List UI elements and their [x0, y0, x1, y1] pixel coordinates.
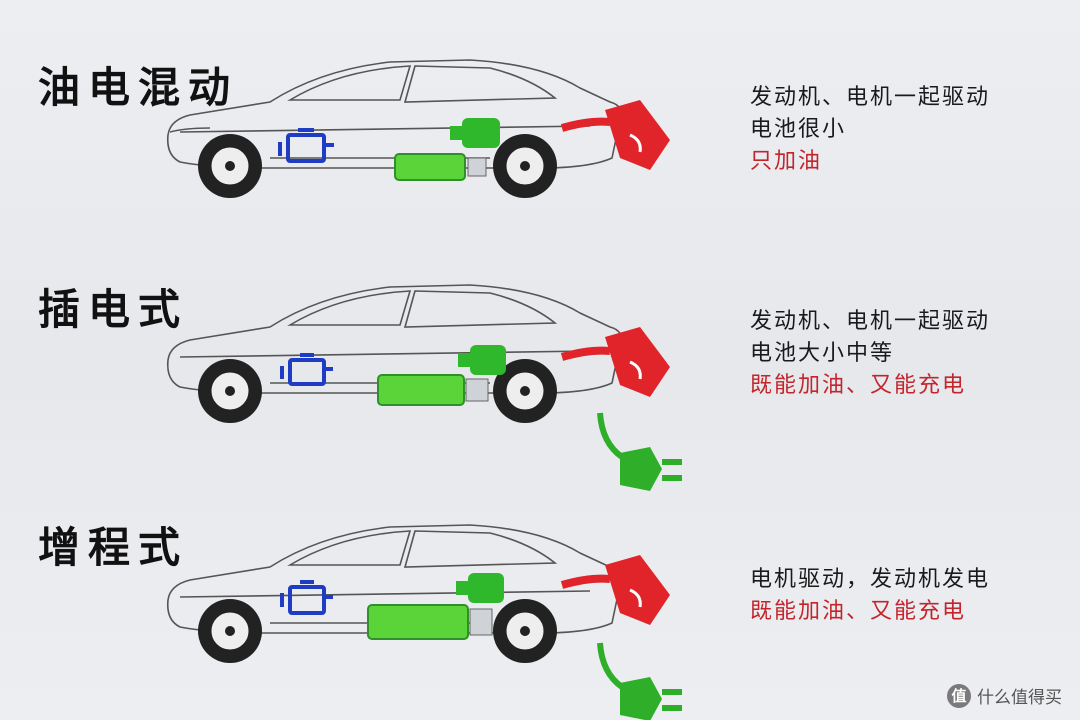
section-title-plugin: 插电式: [38, 285, 189, 334]
engine-icon: [278, 128, 334, 163]
desc-line: 发动机、电机一起驱动: [750, 309, 991, 334]
watermark-badge-icon: 值: [947, 683, 971, 708]
car-diagram-hybrid: [166, 59, 670, 198]
engine-icon: [280, 580, 333, 615]
section-title-hybrid: 油电混动: [38, 63, 239, 112]
wheel-rear-hybrid: [493, 134, 557, 198]
section-erev: 增程式: [0, 480, 1080, 720]
motor-icon: [450, 118, 500, 148]
desc-line: 电池很小: [750, 117, 847, 142]
section-plugin: 插电式: [0, 240, 1080, 491]
desc-highlight: 既能加油、又能充电: [750, 373, 967, 398]
desc-line: 发动机、电机一起驱动: [750, 85, 991, 110]
motor-icon: [456, 573, 504, 603]
wheel-front-plugin: [198, 359, 262, 423]
wheel-rear-plugin: [493, 359, 557, 423]
car-diagram-plugin: [166, 284, 682, 491]
section-desc-plugin: 发动机、电机一起驱动 电池大小中等 既能加油、又能充电: [750, 306, 990, 402]
section-hybrid: 油电混动: [0, 0, 1080, 235]
fuel-nozzle-icon: [560, 327, 670, 397]
battery-icon: [367, 604, 493, 640]
battery-icon: [394, 153, 487, 181]
charging-plug-icon: [597, 642, 682, 720]
section-desc-hybrid: 发动机、电机一起驱动 电池很小 只加油: [750, 82, 990, 178]
fuel-nozzle-icon: [560, 100, 670, 170]
car-diagram-erev: [166, 524, 682, 720]
section-title-erev: 增程式: [38, 523, 189, 572]
battery-icon: [377, 374, 489, 406]
fuel-nozzle-icon: [560, 555, 670, 625]
charging-plug-icon: [597, 412, 682, 491]
watermark: 值 什么值得买: [947, 683, 1062, 708]
desc-line: 电池大小中等: [750, 341, 895, 366]
wheel-rear-erev: [493, 599, 557, 663]
engine-icon: [280, 353, 333, 386]
wheel-front-hybrid: [198, 134, 262, 198]
section-desc-erev: 电机驱动，发动机发电 既能加油、又能充电: [750, 564, 990, 628]
desc-highlight: 只加油: [750, 149, 823, 174]
desc-line: 电机驱动，发动机发电: [750, 567, 991, 592]
wheel-front-erev: [198, 599, 262, 663]
watermark-text: 什么值得买: [977, 688, 1062, 708]
motor-icon: [458, 345, 506, 375]
desc-highlight: 既能加油、又能充电: [750, 599, 967, 624]
